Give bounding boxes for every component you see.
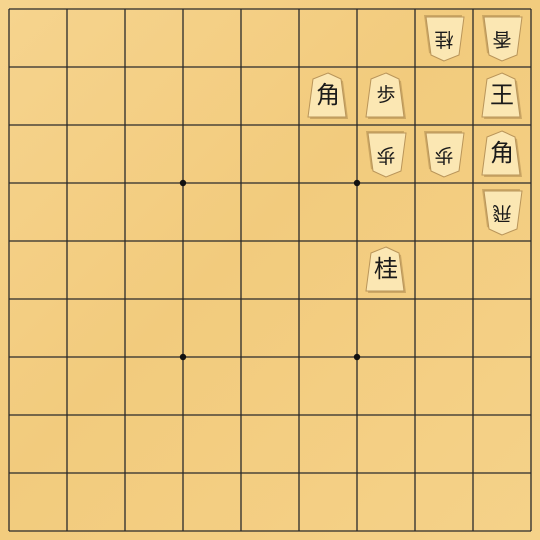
piece-body bbox=[481, 72, 522, 119]
piece-gote-lance-1-1[interactable]: 香 bbox=[480, 14, 524, 62]
piece-sente-bishop-4-2[interactable]: 角 bbox=[306, 72, 350, 120]
piece-body bbox=[424, 15, 465, 62]
piece-body bbox=[481, 130, 522, 177]
piece-gote-knight-2-1[interactable]: 桂 bbox=[422, 14, 466, 62]
piece-body bbox=[482, 15, 523, 62]
piece-body bbox=[365, 246, 406, 293]
piece-kanji: 王 bbox=[490, 81, 514, 109]
piece-sente-knight-3-5[interactable]: 桂 bbox=[364, 246, 408, 294]
piece-gote-pawn-3-3[interactable]: 歩 bbox=[364, 130, 408, 178]
piece-gote-pawn-2-3[interactable]: 歩 bbox=[422, 130, 466, 178]
piece-body bbox=[366, 131, 407, 178]
piece-body bbox=[482, 189, 523, 236]
piece-kanji: 角 bbox=[490, 139, 514, 167]
piece-sente-pawn-3-2[interactable]: 歩 bbox=[364, 72, 408, 120]
star-point bbox=[353, 179, 361, 187]
star-point bbox=[179, 179, 187, 187]
piece-body bbox=[365, 72, 406, 119]
piece-kanji: 香 bbox=[492, 28, 512, 50]
star-point bbox=[179, 353, 187, 361]
piece-body bbox=[424, 131, 465, 178]
piece-kanji: 歩 bbox=[376, 144, 396, 166]
piece-kanji: 桂 bbox=[374, 255, 398, 283]
piece-gote-rook-1-4[interactable]: 飛 bbox=[480, 188, 524, 236]
piece-kanji: 角 bbox=[316, 81, 340, 109]
piece-sente-bishop-1-3[interactable]: 角 bbox=[480, 130, 524, 178]
piece-kanji: 桂 bbox=[434, 28, 454, 50]
piece-sente-king-1-2[interactable]: 王 bbox=[480, 72, 524, 120]
piece-kanji: 歩 bbox=[434, 144, 454, 166]
star-point bbox=[353, 353, 361, 361]
piece-kanji: 飛 bbox=[492, 202, 512, 224]
piece-body bbox=[307, 72, 348, 119]
piece-kanji: 歩 bbox=[376, 84, 396, 106]
